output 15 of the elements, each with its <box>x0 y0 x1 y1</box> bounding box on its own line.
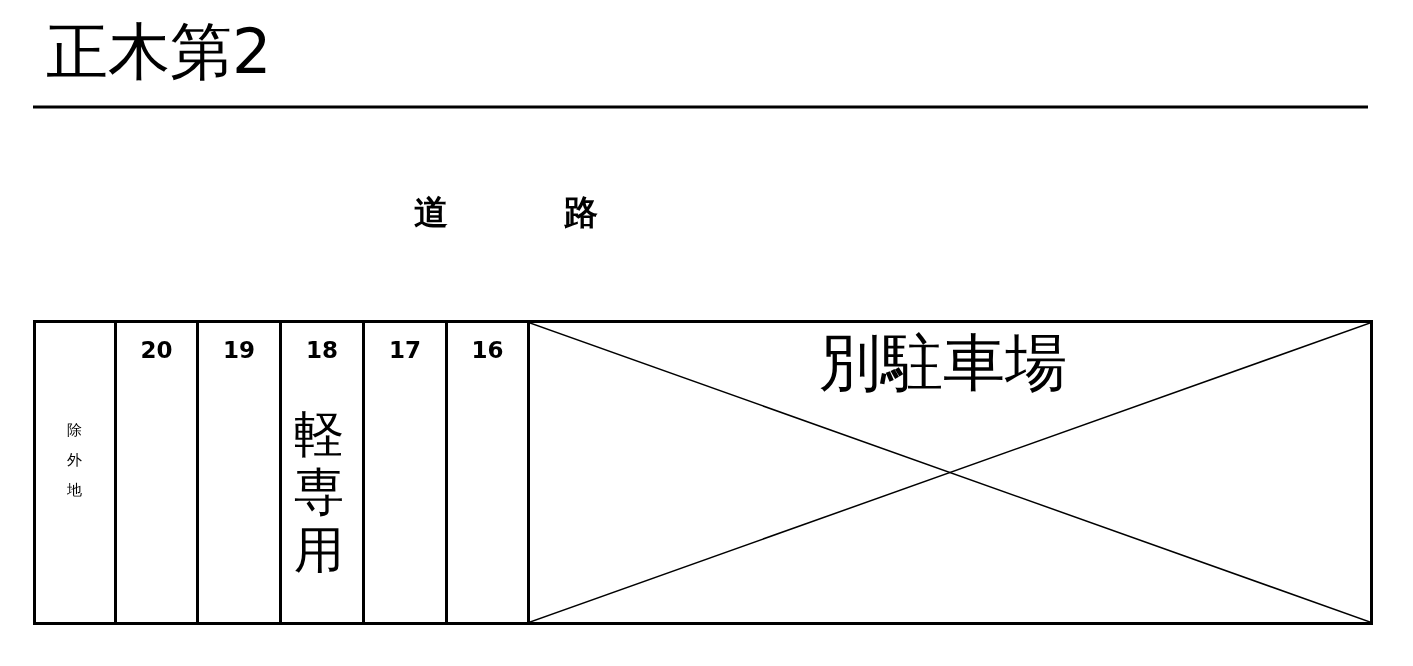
parking-space <box>196 320 282 625</box>
title: 正木第2 <box>46 14 272 90</box>
space-number: 17 <box>388 337 422 363</box>
parking-space <box>279 320 365 625</box>
space-note: 軽専用 <box>294 405 345 579</box>
road-label: 道 路 <box>414 191 614 234</box>
space-number: 20 <box>139 337 174 363</box>
space-number: 18 <box>305 337 339 363</box>
parking-space <box>362 320 448 625</box>
parking-space <box>445 320 530 625</box>
excluded-area <box>33 320 117 625</box>
parking-space <box>114 320 199 625</box>
space-number: 19 <box>222 337 256 363</box>
area-label: 除外地 <box>66 420 82 501</box>
space-number: 16 <box>470 337 505 363</box>
